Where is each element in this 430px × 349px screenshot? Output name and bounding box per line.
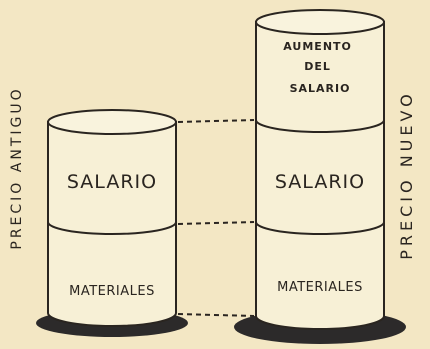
connector-bottom: [177, 313, 255, 317]
connector-middle: [177, 221, 255, 225]
new-materiales-label: MATERIALES: [277, 280, 363, 295]
old-cylinder-divider: [47, 221, 177, 235]
new-price-cylinder: [234, 9, 406, 344]
new-cylinder-top: [255, 9, 385, 35]
new-cylinder-divider-lower: [255, 221, 385, 235]
old-salario-label: SALARIO: [67, 171, 157, 193]
new-aumento-label: AUMENTO DEL SALARIO: [283, 40, 356, 95]
new-salario-label: SALARIO: [275, 171, 365, 193]
old-materiales-label: MATERIALES: [69, 284, 155, 299]
new-cylinder-divider-upper: [255, 119, 385, 133]
old-price-cylinder: [36, 109, 188, 337]
old-price-label: PRECIO ANTIGUO: [9, 86, 25, 249]
new-price-label: PRECIO NUEVO: [397, 90, 416, 260]
dashed-connectors: [177, 119, 255, 317]
new-cylinder-body: [255, 21, 385, 330]
old-cylinder-top: [47, 109, 177, 135]
old-cylinder-body: [47, 121, 177, 327]
connector-top: [177, 119, 255, 123]
